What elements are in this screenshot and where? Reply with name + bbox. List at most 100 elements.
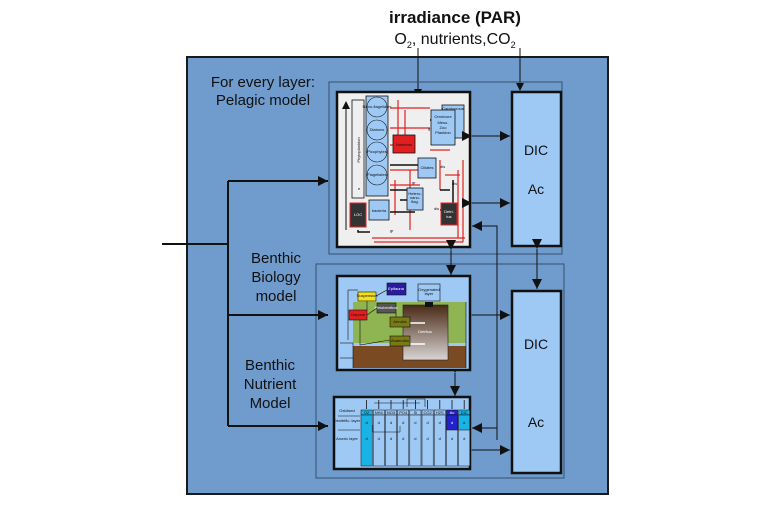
nutrient-column	[372, 414, 385, 467]
nutrient-row-label: Anoxic layer	[336, 436, 358, 441]
nutrient-column-label: Ac	[450, 410, 455, 415]
nutrient-column-label: O2	[364, 410, 370, 415]
svg-text:LOC: LOC	[354, 212, 362, 217]
svg-text:Diatoms: Diatoms	[370, 127, 385, 132]
nutrient-row-label: Denitrific. layer	[334, 418, 361, 423]
benthic-biology-label-line2: Biology	[251, 269, 301, 286]
pelagic-label-line1: For every layer:	[211, 74, 315, 91]
ac-label: Ac	[528, 181, 544, 197]
svg-text:Ciliates: Ciliates	[420, 165, 433, 170]
nutrient-column	[397, 414, 410, 467]
svg-text:Carnivorous: Carnivorous	[442, 106, 464, 111]
svg-text:Meso-: Meso-	[437, 120, 449, 125]
nutrient-column-label: H2S	[436, 410, 444, 415]
svg-text:gr: gr	[412, 180, 416, 185]
pelagic-label-line2: Pelagic model	[216, 92, 310, 109]
nutrient-column-label: PO4	[399, 410, 408, 415]
mesozooplankton-box	[430, 109, 456, 146]
svg-text:Aerobic: Aerobic	[393, 319, 407, 324]
pelagic-model-panel[interactable]: Phytoplankton Nano-flagellates Diatoms P…	[335, 90, 472, 249]
nutrient-cell-mark: d	[414, 436, 416, 441]
forcing-input-lines	[162, 176, 328, 431]
nutrient-cell-mark: d	[378, 436, 380, 441]
nutrient-cell-mark: d	[426, 420, 428, 425]
sediment-block	[402, 304, 449, 361]
ac-label: Ac	[528, 414, 544, 430]
svg-text:dis: dis	[440, 164, 445, 169]
header: irradiance (PAR) O2, nutrients,CO2	[389, 8, 521, 50]
nutrient-cell-mark: d	[439, 436, 441, 441]
benthic-nutrient-label-line1: Benthic	[245, 357, 296, 374]
nutrient-cell-mark: d	[365, 436, 367, 441]
benthic-nutrient-label-line2: Nutrient	[244, 376, 297, 393]
svg-text:layer: layer	[425, 291, 434, 296]
benthic-biology-label-line3: model	[256, 288, 297, 305]
svg-text:Oxygenated: Oxygenated	[418, 287, 440, 292]
dic-box-pelagic[interactable]: DIC Ac	[510, 90, 563, 248]
svg-text:flag.: flag.	[411, 199, 419, 204]
nutrient-column-label: CO2	[423, 410, 432, 415]
loc-box	[349, 202, 367, 228]
svg-text:Anaerobic: Anaerobic	[391, 338, 409, 343]
nutrient-cell-mark: d	[378, 420, 380, 425]
epifauna-box	[386, 282, 407, 296]
svg-text:dis: dis	[434, 206, 439, 211]
nutrient-cell-mark: d	[463, 436, 465, 441]
svg-text:gr: gr	[390, 228, 394, 233]
svg-text:Epifauna: Epifauna	[388, 286, 405, 291]
svg-text:Plankton: Plankton	[435, 130, 451, 135]
svg-text:nano-: nano-	[410, 195, 421, 200]
nutrient-column	[421, 414, 434, 467]
svg-text:Omnivore: Omnivore	[434, 114, 452, 119]
dic-label: DIC	[524, 336, 548, 352]
svg-text:Picophytes: Picophytes	[367, 149, 387, 154]
svg-text:Nutrients: Nutrients	[396, 142, 412, 147]
nutrient-cell-mark: d	[414, 420, 416, 425]
dic-box-benthic[interactable]: DIC Ac	[510, 289, 563, 475]
nutrient-cell-mark: d	[439, 420, 441, 425]
nutrient-column-label: NO3	[387, 410, 396, 415]
exchange-arrows	[446, 131, 542, 455]
svg-text:Flagellates: Flagellates	[367, 172, 386, 177]
nutrient-cell-mark: d	[390, 436, 392, 441]
nutrient-column-label: DIC	[461, 410, 468, 415]
nutrient-cell-mark: d	[365, 420, 367, 425]
bacteria-box	[368, 199, 390, 221]
nutrient-cell-mark: d	[451, 436, 453, 441]
detritus-box	[440, 202, 458, 226]
svg-text:dis: dis	[452, 181, 457, 186]
svg-text:Meiobenthos: Meiobenthos	[375, 305, 398, 310]
nutrient-cell-mark: d	[390, 420, 392, 425]
svg-text:Detritus: Detritus	[418, 329, 432, 334]
nutrient-cell-mark: d	[402, 436, 404, 441]
benthic-biology-label-line1: Benthic	[251, 250, 302, 267]
ciliates-box	[417, 157, 437, 179]
benthic-nutrient-label-line3: Model	[250, 395, 291, 412]
dic-label: DIC	[524, 142, 548, 158]
nutrient-column	[409, 414, 422, 467]
benthic-group-frame	[315, 263, 565, 479]
nutrient-cell-mark: d	[426, 436, 428, 441]
return-flux-line	[472, 221, 498, 440]
nutrient-column-label: Si	[414, 410, 418, 415]
nutrient-row-label: Oxidised	[339, 408, 355, 413]
svg-text:Nano-flagellates: Nano-flagellates	[363, 104, 392, 109]
nutrient-cell-mark: d	[402, 420, 404, 425]
nutrient-column-label: NH4	[375, 410, 384, 415]
nutrient-cell-mark: d	[451, 420, 453, 425]
header-title: irradiance (PAR)	[389, 8, 521, 27]
benthic-biology-panel[interactable]: Detritus Oxygenated layer Epifauna Suspe…	[335, 274, 472, 372]
nutrient-cell-mark: d	[463, 420, 465, 425]
nutrients-box	[392, 134, 416, 154]
nutrient-column	[385, 414, 397, 467]
svg-text:Zoo: Zoo	[440, 125, 448, 130]
svg-text:e: e	[358, 186, 361, 191]
svg-text:tus: tus	[446, 214, 451, 219]
heterotrophic-nanoflagellates-box	[406, 187, 424, 211]
svg-text:gr: gr	[428, 126, 432, 131]
phytoplankton-label: Phytoplankton	[356, 137, 361, 162]
svg-text:Suspension: Suspension	[357, 293, 378, 298]
header-subtitle: O2, nutrients,CO2	[394, 31, 515, 50]
